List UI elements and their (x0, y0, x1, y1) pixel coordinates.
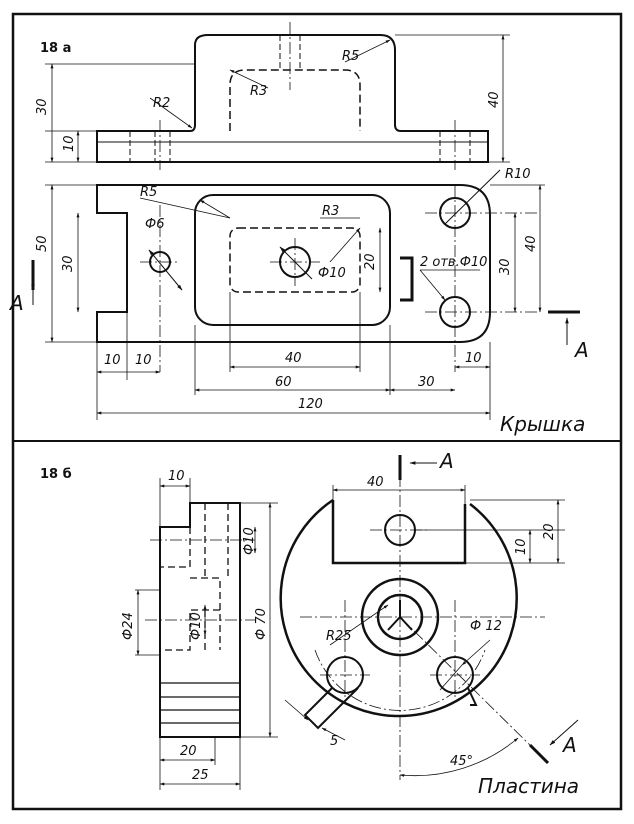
section-a-top: А (438, 449, 454, 473)
dim-30-height: 30 (35, 98, 50, 115)
panel-b-number: 18 б (40, 467, 72, 482)
dim-20-slot: 20 (542, 523, 557, 540)
dim-10-left: 10 (104, 353, 121, 368)
dim-r5-top: R5 (140, 185, 157, 200)
dim-phi24: Ф24 (121, 612, 136, 640)
dim-r3-top: R3 (322, 204, 339, 219)
dim-30-slot: 30 (61, 255, 76, 272)
dim-r10: R10 (505, 167, 531, 182)
panel-b-title: Пластина (478, 774, 579, 798)
section-a-right: А (573, 338, 589, 362)
dim-r5-front: R5 (342, 49, 359, 64)
dim-40-pocket: 40 (285, 351, 302, 366)
front-view (45, 22, 510, 170)
section-a-bottom: А (561, 733, 577, 757)
dim-phi10-upper: Ф10 (242, 527, 257, 555)
dim-phi6: Ф6 (145, 217, 164, 232)
circular-view (279, 455, 579, 780)
dim-10-base: 10 (62, 135, 77, 152)
dim-phi12: Ф 12 (470, 619, 502, 634)
dim-r25: R25 (326, 629, 352, 644)
side-view (135, 478, 278, 790)
dim-10-right: 10 (465, 351, 482, 366)
dim-5: 5 (330, 734, 338, 749)
dim-20-pocket: 20 (363, 253, 378, 270)
dim-phi10-lower: Ф10 (189, 612, 204, 640)
dim-phi70: Ф 70 (254, 608, 269, 640)
dim-50-width: 50 (35, 235, 50, 252)
dim-60: 60 (275, 375, 292, 390)
dim-10-top: 10 (168, 469, 185, 484)
dim-40-right: 40 (524, 235, 539, 252)
dim-10-slot: 10 (514, 538, 529, 555)
dim-20-bottom: 20 (180, 744, 197, 759)
panel-b (135, 455, 579, 790)
dim-25-bottom: 25 (192, 768, 209, 783)
panel-a-title: Крышка (500, 412, 585, 436)
top-view (31, 169, 580, 420)
panel-a-number: 18 а (40, 41, 71, 56)
dim-40-width: 40 (367, 475, 384, 490)
dim-holes-callout: 2 отв.Ф10 (420, 255, 487, 270)
dim-120: 120 (298, 397, 323, 412)
dim-30-holes: 30 (498, 258, 513, 275)
dim-30-bottom: 30 (418, 375, 435, 390)
dim-r2: R2 (153, 96, 170, 111)
dim-phi10: Ф10 (318, 266, 346, 281)
dim-45-deg: 45° (450, 754, 473, 769)
dim-40-total-height: 40 (487, 91, 502, 108)
section-a-left: А (8, 291, 24, 315)
dim-r3-front: R3 (250, 84, 267, 99)
dim-10-left2: 10 (135, 353, 152, 368)
outer-frame (11, 12, 623, 811)
panel-a (31, 22, 580, 420)
